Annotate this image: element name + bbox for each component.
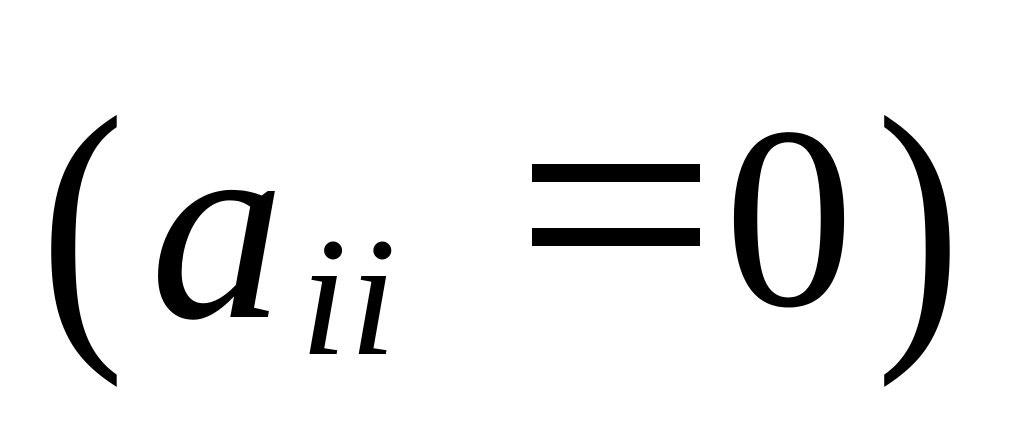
subscript-ii: ii xyxy=(300,203,399,391)
variable-a: a xyxy=(150,77,285,376)
value-zero: 0 xyxy=(724,74,854,362)
equals-sign-top-bar xyxy=(532,164,700,182)
equals-sign-bottom-bar xyxy=(532,228,700,246)
open-parenthesis: ( xyxy=(40,56,125,388)
close-parenthesis: ) xyxy=(876,56,961,388)
equals-sign: = xyxy=(532,150,700,250)
